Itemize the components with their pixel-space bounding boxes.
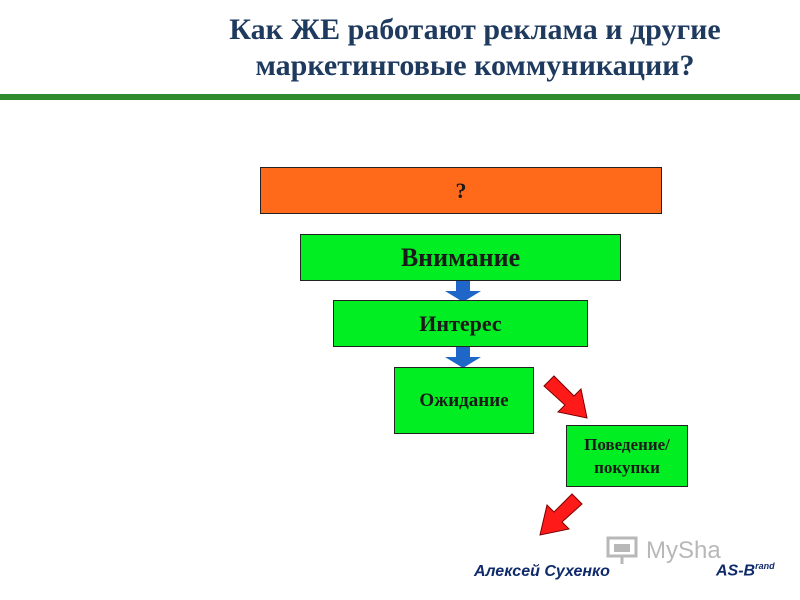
title-divider bbox=[0, 94, 800, 100]
watermark: MySha bbox=[606, 536, 721, 566]
behavior-label-line-1: Поведение/ bbox=[584, 435, 670, 454]
brand-sup: rand bbox=[755, 561, 775, 571]
slide-title: Как ЖЕ работают реклама и другие маркети… bbox=[0, 12, 800, 84]
expectation-box: Ожидание bbox=[394, 367, 534, 434]
brand-logo: AS-Brand bbox=[716, 561, 775, 580]
interest-box: Интерес bbox=[333, 300, 588, 347]
author-name: Алексей Сухенко bbox=[474, 563, 610, 580]
diagonal-arrow-icon bbox=[543, 375, 588, 419]
title-line-2: маркетинговые коммуникации? bbox=[255, 49, 695, 82]
projector-icon bbox=[606, 536, 638, 564]
behavior-label-line-2: покупки bbox=[594, 458, 660, 477]
interest-label: Интерес bbox=[419, 310, 502, 336]
down-arrow-icon bbox=[445, 281, 481, 302]
unknown-stage-label: ? bbox=[455, 177, 467, 203]
watermark-text: MySha bbox=[646, 537, 721, 564]
expectation-label: Ожидание bbox=[419, 389, 509, 411]
attention-box: Внимание bbox=[300, 234, 621, 281]
unknown-stage-box: ? bbox=[260, 167, 662, 214]
brand-main: AS-B bbox=[716, 562, 756, 580]
down-arrow-icon bbox=[445, 347, 481, 368]
diagonal-arrow-icon bbox=[539, 493, 583, 536]
attention-label: Внимание bbox=[400, 242, 521, 272]
behavior-box: Поведение/ покупки bbox=[566, 425, 688, 487]
title-line-1: Как ЖЕ работают реклама и другие bbox=[229, 13, 721, 46]
